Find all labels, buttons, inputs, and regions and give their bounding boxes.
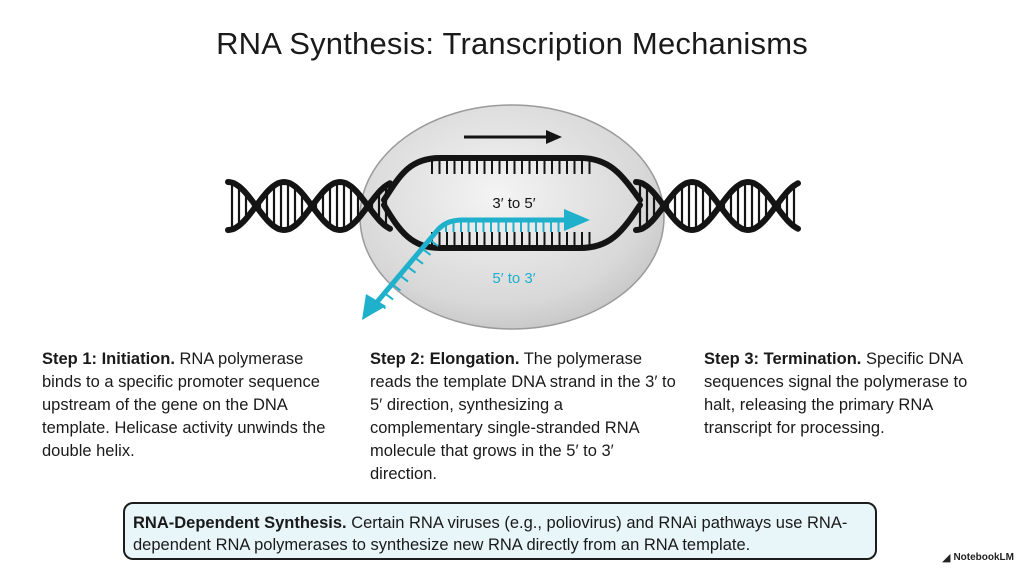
dna-backbone bbox=[633, 178, 801, 234]
rna-base-tick bbox=[376, 301, 387, 310]
rna-dependent-callout: RNA-Dependent Synthesis. Certain RNA vir… bbox=[123, 502, 877, 560]
notebooklm-logo-icon: ◢ bbox=[941, 552, 951, 564]
step-termination: Step 3: Termination. Specific DNA sequen… bbox=[704, 348, 994, 440]
transcription-diagram: 3′ to 5′ 5′ to 3′ bbox=[225, 104, 801, 330]
rna-base-tick bbox=[421, 248, 432, 256]
step-text: The polymerase reads the template DNA st… bbox=[370, 350, 676, 483]
template-direction-label: 3′ to 5′ bbox=[492, 195, 535, 212]
page-title: RNA Synthesis: Transcription Mechanisms bbox=[216, 26, 808, 61]
step-elongation: Step 2: Elongation. The polymerase reads… bbox=[370, 348, 680, 486]
step-heading: Step 3: Termination. bbox=[704, 350, 862, 368]
rna-tail-arrowhead bbox=[362, 294, 386, 320]
notebooklm-badge: ◢ NotebookLM bbox=[942, 551, 1014, 564]
template-strand bbox=[381, 202, 643, 251]
badge-label: NotebookLM bbox=[953, 552, 1014, 563]
step-text: RNA polymerase binds to a specific promo… bbox=[42, 350, 326, 460]
dna-helix-right bbox=[633, 178, 801, 234]
callout-text: Certain RNA viruses (e.g., poliovirus) a… bbox=[133, 514, 848, 554]
base-pair-ticks bbox=[431, 160, 591, 246]
rna-transcript bbox=[362, 209, 590, 320]
callout-heading: RNA-Dependent Synthesis. bbox=[133, 514, 347, 532]
rna-base-tick bbox=[384, 292, 394, 301]
transcription-bubble bbox=[381, 155, 643, 251]
rna-nucleotide-ticks bbox=[376, 221, 560, 310]
rna-base-tick bbox=[406, 265, 417, 274]
rna-polymerase-blob bbox=[359, 104, 665, 330]
rna-base-tick bbox=[391, 283, 402, 292]
step-heading: Step 2: Elongation. bbox=[370, 350, 520, 368]
rna-base-tick bbox=[399, 274, 409, 283]
rna-base-tick bbox=[414, 256, 424, 265]
step-initiation: Step 1: Initiation. RNA polymerase binds… bbox=[42, 348, 342, 463]
movement-arrow bbox=[464, 130, 562, 144]
step-heading: Step 1: Initiation. bbox=[42, 350, 175, 368]
rna-direction-label: 5′ to 3′ bbox=[492, 270, 535, 287]
rna-base-tick bbox=[429, 239, 439, 247]
coding-strand bbox=[381, 155, 643, 203]
step-text: Specific DNA sequences signal the polyme… bbox=[704, 350, 968, 437]
dna-backbone bbox=[225, 178, 393, 234]
dna-helix-left bbox=[225, 178, 393, 234]
rna-arrowhead bbox=[564, 209, 590, 231]
